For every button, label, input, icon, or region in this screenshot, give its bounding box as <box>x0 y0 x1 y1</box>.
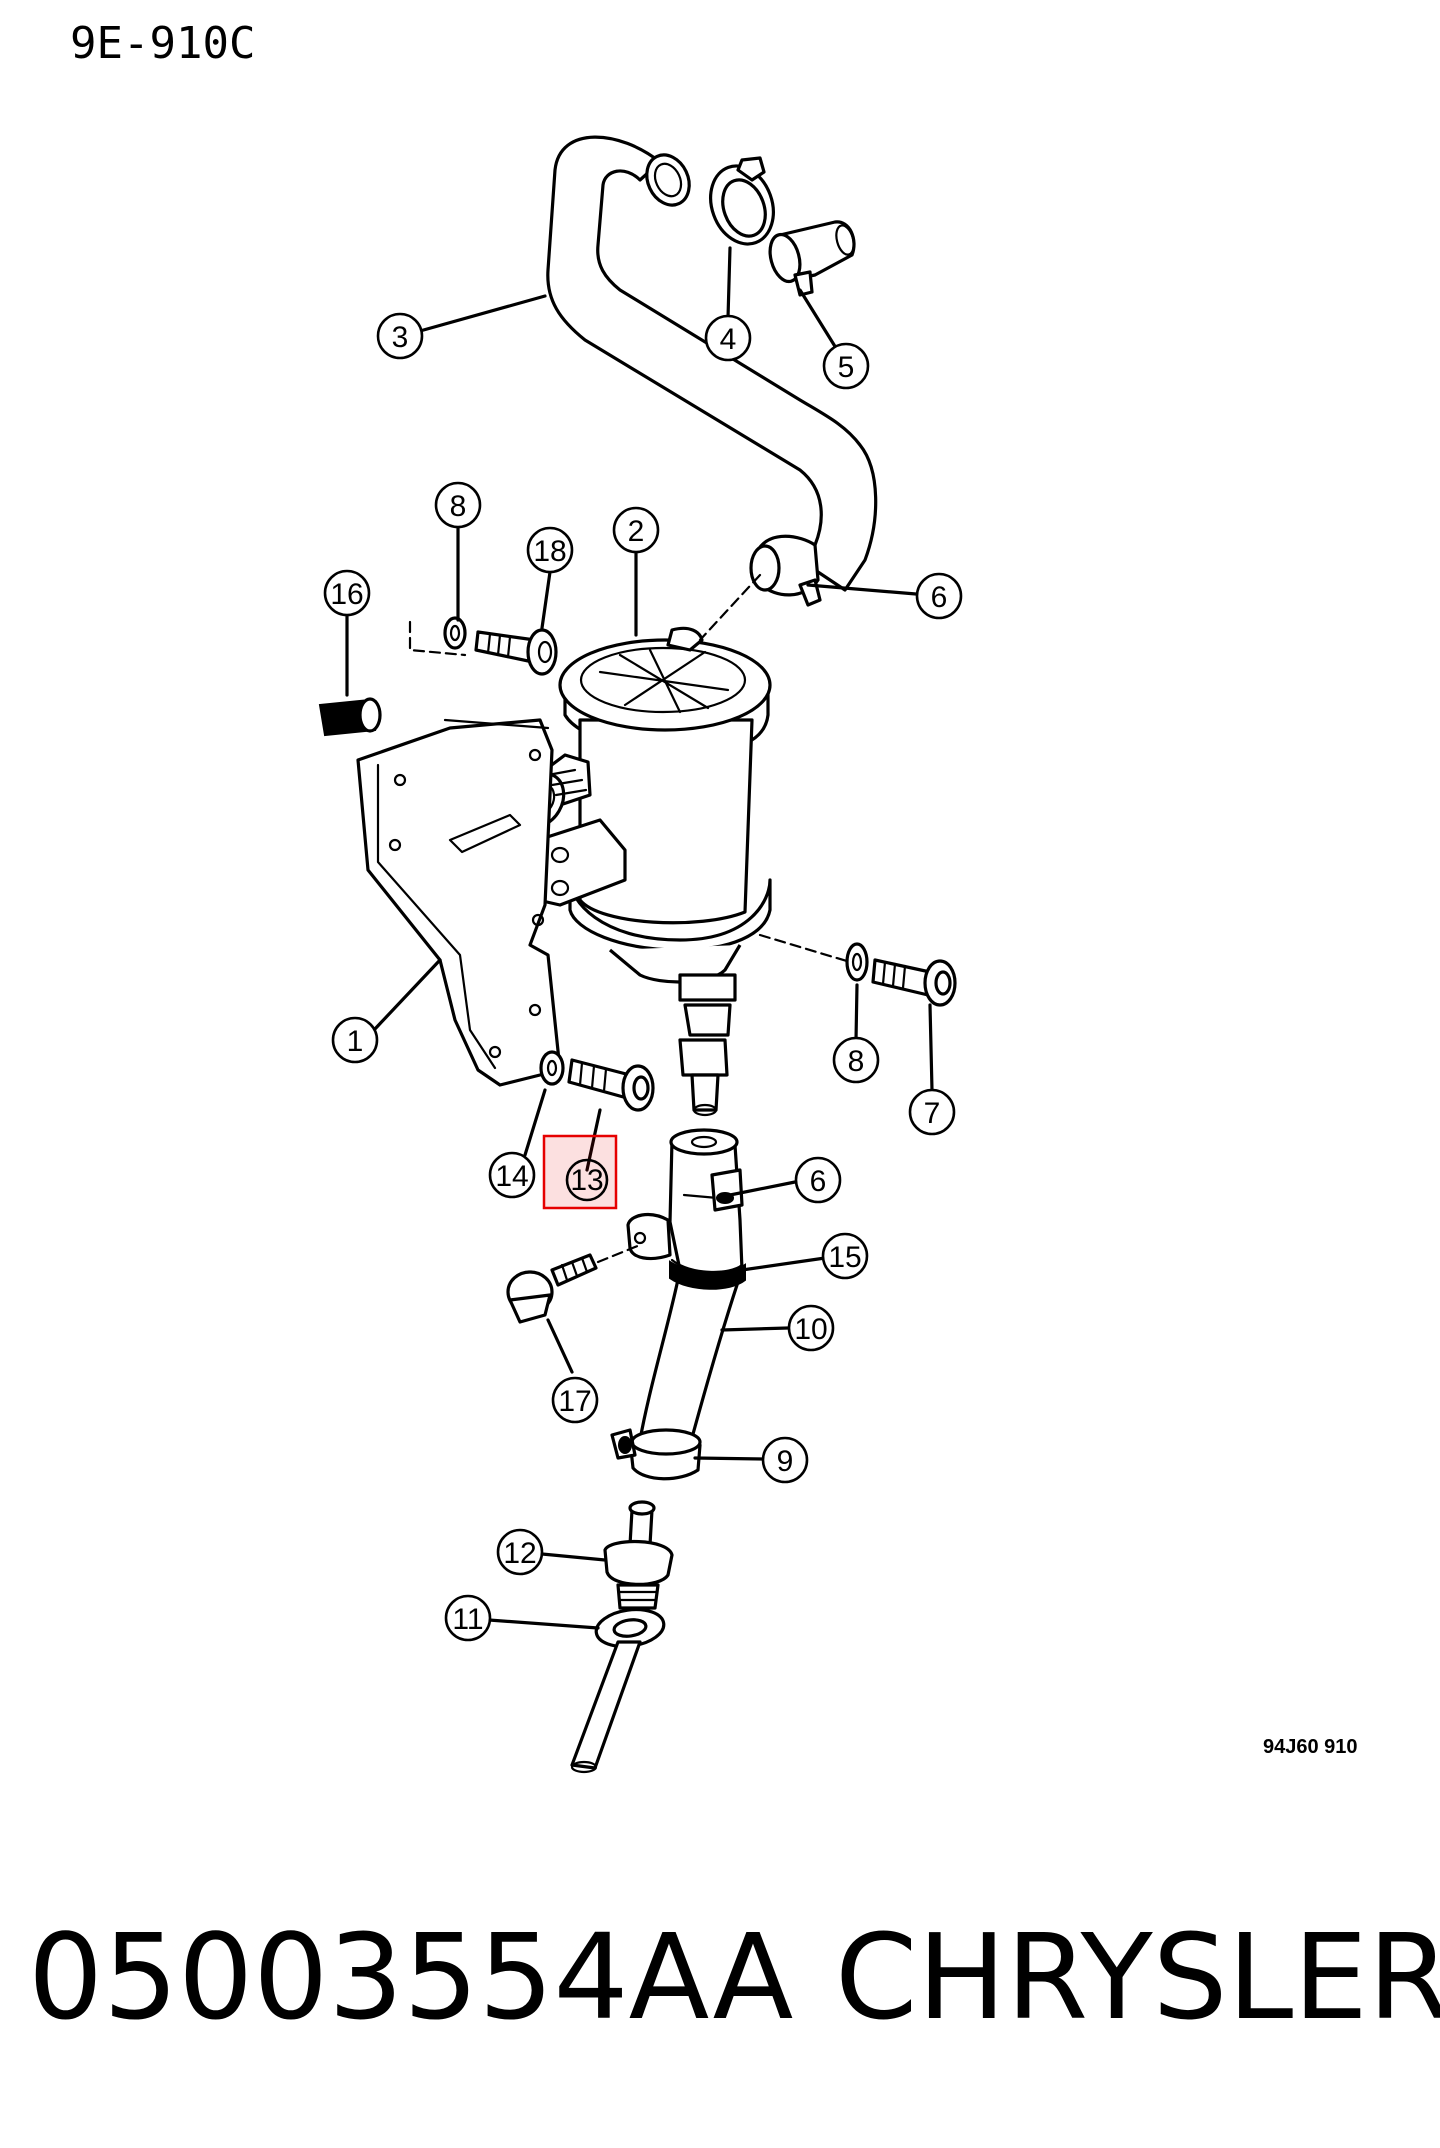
svg-text:13: 13 <box>570 1164 603 1197</box>
svg-text:17: 17 <box>558 1385 591 1418</box>
connector-part-5 <box>768 220 856 297</box>
clamp-part-6-lower <box>710 1168 744 1212</box>
svg-text:2: 2 <box>628 515 645 548</box>
callout-1: 1 <box>331 1016 379 1064</box>
bolt-part-13 <box>567 1058 655 1112</box>
bolt-part-18 <box>474 628 558 676</box>
svg-text:7: 7 <box>924 1097 941 1130</box>
svg-text:4: 4 <box>720 323 737 356</box>
bushing-part-16 <box>318 697 382 737</box>
tube <box>570 1640 642 1774</box>
callout-2: 2 <box>612 506 660 554</box>
callout-13: 13 <box>542 1134 618 1210</box>
callout-6-lower: 6 <box>794 1156 842 1204</box>
diagram-code: 9E-910C <box>70 18 255 69</box>
callout-5: 5 <box>822 342 870 390</box>
washer-part-8-right <box>845 942 869 982</box>
svg-text:6: 6 <box>810 1165 827 1198</box>
bolt-part-7 <box>871 958 957 1007</box>
svg-text:5: 5 <box>838 351 855 384</box>
callout-10: 10 <box>787 1304 835 1352</box>
callout-6-upper: 6 <box>915 572 963 620</box>
svg-text:1: 1 <box>347 1025 364 1058</box>
svg-text:11: 11 <box>452 1603 483 1636</box>
callout-11: 11 <box>444 1594 492 1642</box>
svg-text:8: 8 <box>450 490 467 523</box>
canister-part-2 <box>514 626 772 1002</box>
washer-part-8-upper <box>443 616 467 650</box>
callout-8-right: 8 <box>832 1036 880 1084</box>
svg-text:15: 15 <box>828 1241 861 1274</box>
clamp-part-9 <box>610 1428 702 1481</box>
leader-lines <box>345 246 934 1630</box>
clamp-part-15 <box>626 1212 746 1290</box>
callout-17: 17 <box>551 1376 599 1424</box>
svg-text:6: 6 <box>931 581 948 614</box>
bracket-part-1 <box>356 620 562 1087</box>
fitting-part-12 <box>603 1500 674 1610</box>
callout-14: 14 <box>488 1151 536 1199</box>
clamp-part-4 <box>709 156 775 246</box>
svg-text:9: 9 <box>777 1445 794 1478</box>
clamp-part-6-upper <box>749 534 822 607</box>
callout-4: 4 <box>704 314 752 362</box>
svg-text:3: 3 <box>392 321 409 354</box>
svg-text:16: 16 <box>330 578 363 611</box>
svg-text:10: 10 <box>794 1313 827 1346</box>
outlet-nipple <box>678 1003 732 1117</box>
callout-18: 18 <box>526 526 574 574</box>
callout-7: 7 <box>908 1088 956 1136</box>
callout-8-upper: 8 <box>434 481 482 529</box>
diagram-reference: 94J60 910 <box>1263 1736 1358 1758</box>
callout-15: 15 <box>821 1232 869 1280</box>
svg-text:18: 18 <box>533 535 566 568</box>
callout-16: 16 <box>323 569 371 617</box>
bolt-part-17 <box>506 1253 598 1324</box>
svg-text:14: 14 <box>495 1160 528 1193</box>
callout-3: 3 <box>376 312 424 360</box>
part-number: 05003554AA <box>28 1908 793 2046</box>
hose-part-3 <box>546 135 878 592</box>
svg-text:12: 12 <box>503 1537 536 1570</box>
brand-name: CHRYSLER <box>835 1908 1440 2046</box>
washer-part-14 <box>539 1050 565 1086</box>
svg-text:8: 8 <box>848 1045 865 1078</box>
callout-9: 9 <box>761 1436 809 1484</box>
callout-12: 12 <box>496 1528 544 1576</box>
